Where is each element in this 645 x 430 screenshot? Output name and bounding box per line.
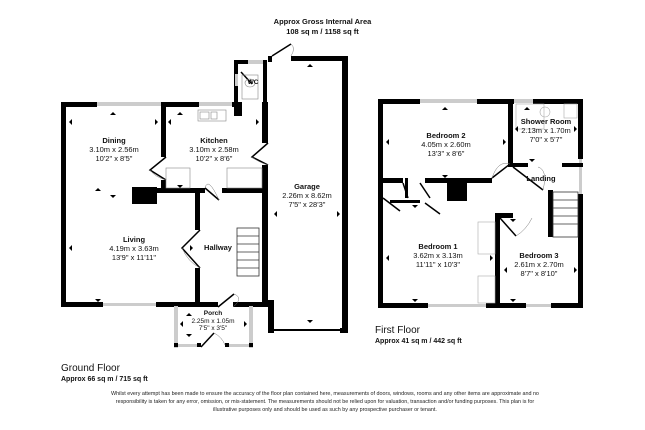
room-metric: 2.13m x 1.70m (521, 126, 571, 135)
room-metric: 4.05m x 2.60m (421, 140, 471, 149)
room-metric: 3.10m x 2.56m (89, 145, 139, 154)
room-imperial: 7'5" x 28'3" (288, 200, 326, 209)
room-imperial: 10'2" x 8'6" (195, 154, 233, 163)
room-imperial: 7'5" x 3'5" (198, 325, 228, 332)
room-name: Garage (294, 182, 320, 191)
room-metric: 2.61m x 2.70m (514, 260, 564, 269)
room-kitchen: Kitchen 3.10m x 2.58m 10'2" x 8'6" (189, 136, 239, 163)
room-name: Bedroom 3 (519, 251, 559, 260)
window (103, 303, 156, 306)
disclaimer-text: Whilst every attempt has been made to en… (111, 391, 539, 413)
room-metric: 3.62m x 3.13m (413, 251, 463, 260)
room-name: Living (122, 235, 146, 244)
gross-area-title: Approx Gross Internal Area 108 sq m / 11… (0, 17, 645, 37)
room-bedroom-3: Bedroom 3 2.61m x 2.70m 8'7" x 8'10" (514, 251, 564, 278)
room-name: Kitchen (200, 136, 228, 145)
first-floor-caption: First Floor Approx 41 sq m / 442 sq ft (375, 325, 462, 347)
stairs (552, 191, 579, 238)
ground-floor-label: Ground Floor (61, 363, 120, 374)
room-porch: Porch 2.25m x 1.05m 7'5" x 3'5" (192, 310, 235, 333)
room-hallway: Hallway (204, 243, 232, 252)
room-name: WC (247, 79, 259, 86)
gross-area-heading: Approx Gross Internal Area (273, 17, 372, 26)
wall (61, 102, 66, 307)
room-garage: Garage 2.26m x 8.62m 7'5" x 28'3" (282, 182, 332, 209)
room-living: Living 4.19m x 3.63m 13'9" x 11'11" (109, 235, 159, 262)
room-landing: Landing (526, 174, 555, 183)
room-imperial: 13'9" x 11'11" (111, 253, 157, 262)
room-imperial: 7'0" x 5'7" (529, 135, 563, 144)
room-dining: Dining 3.10m x 2.56m 10'2" x 8'5" (89, 136, 139, 163)
room-name: Dining (102, 136, 126, 145)
room-imperial: 8'7" x 8'10" (520, 269, 558, 278)
room-bedroom-2: Bedroom 2 4.05m x 2.60m 13'3" x 8'6" (421, 131, 471, 158)
room-name: Porch (203, 310, 223, 317)
first-floor-label: First Floor (375, 325, 420, 336)
first-floor-area: Approx 41 sq m / 442 sq ft (375, 338, 462, 345)
ground-floor-area: Approx 66 sq m / 715 sq ft (61, 376, 148, 383)
window (97, 102, 161, 106)
room-name: Bedroom 1 (418, 242, 458, 251)
room-wc: WC (248, 79, 259, 87)
room-metric: 2.26m x 8.62m (282, 191, 332, 200)
room-name: Landing (526, 174, 556, 183)
room-imperial: 13'3" x 8'6" (427, 149, 465, 158)
first-floor-plan (378, 99, 583, 308)
room-shower-room: Shower Room 2.13m x 1.70m 7'0" x 5'7" (521, 117, 571, 144)
gross-area-value: 108 sq m / 1158 sq ft (286, 27, 359, 36)
ground-floor-caption: Ground Floor Approx 66 sq m / 715 sq ft (61, 363, 148, 385)
room-bedroom-1: Bedroom 1 3.62m x 3.13m 11'11" x 10'3" (413, 242, 463, 269)
stairs (236, 227, 260, 277)
ground-floor-plan (61, 43, 348, 348)
room-imperial: 10'2" x 8'5" (95, 154, 133, 163)
room-name: Hallway (204, 243, 232, 252)
room-imperial: 11'11" x 10'3" (415, 260, 461, 269)
room-name: Shower Room (520, 117, 572, 126)
room-name: Bedroom 2 (426, 131, 466, 140)
room-metric: 2.25m x 1.05m (191, 317, 235, 325)
room-metric: 4.19m x 3.63m (109, 244, 159, 253)
room-metric: 3.10m x 2.58m (189, 145, 239, 154)
